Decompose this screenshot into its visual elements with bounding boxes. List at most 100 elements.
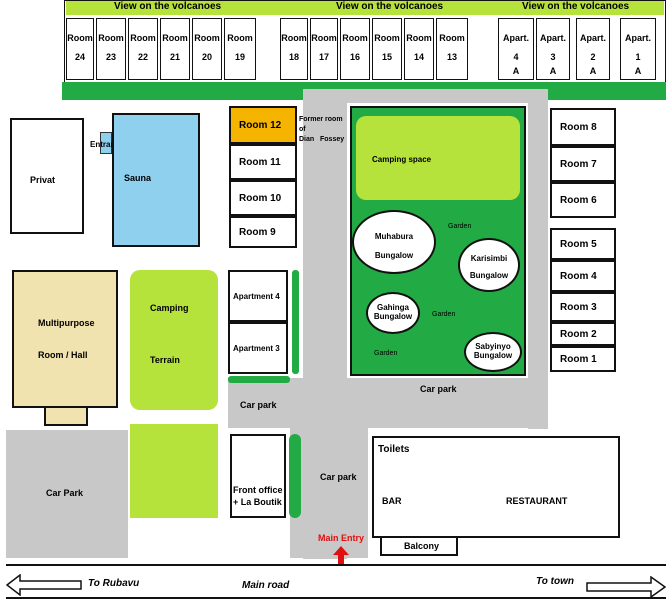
garden-label-3: Garden <box>374 350 398 357</box>
room-17-number: 17 <box>318 52 329 62</box>
apartment-2a-number: 2 <box>590 52 596 62</box>
apartment-4a-number: 4 <box>513 52 519 62</box>
gahinga-name: Gahinga <box>376 303 409 312</box>
main-road-label: Main road <box>242 580 290 591</box>
sauna-label: Sauna <box>124 173 152 183</box>
room-19-label: Room <box>227 33 253 43</box>
gahinga-type: Bungalow <box>373 312 413 321</box>
apartment-4a-suffix: A <box>512 66 520 76</box>
room-22-number: 22 <box>137 52 148 62</box>
muhabura-type: Bungalow <box>374 251 414 260</box>
multipurpose-hall <box>12 270 118 408</box>
apartment-2a-label: Apart. <box>579 33 606 43</box>
room-11: Room 11 <box>229 144 297 180</box>
room-22: Room 22 <box>128 18 158 80</box>
room-16-label: Room <box>342 33 368 43</box>
room-11-label: Room 11 <box>239 156 281 168</box>
room-16-number: 16 <box>349 52 360 62</box>
karisimbi-bungalow: Karisimbi Bungalow <box>458 238 520 292</box>
room-24: Room 24 <box>66 18 94 80</box>
room-23-number: 23 <box>105 52 116 62</box>
lower-lawn <box>130 424 218 518</box>
left-arrow-icon <box>6 574 82 596</box>
room-19: Room 19 <box>224 18 256 80</box>
room-14: Room 14 <box>404 18 434 80</box>
room-10: Room 10 <box>229 180 297 216</box>
former-room-line1: Former room <box>299 116 343 123</box>
sabyinyo-bungalow: Sabyinyo Bungalow <box>464 332 522 372</box>
car-park-garden-label: Car park <box>420 384 457 394</box>
room-3-label: Room 3 <box>560 301 597 313</box>
apartment-2a-suffix: A <box>589 66 597 76</box>
toilets-label: Toilets <box>378 444 410 455</box>
hall-label: Room / Hall <box>38 350 88 360</box>
apartment-3a-label: Apart. <box>539 33 566 43</box>
room-3: Room 3 <box>550 292 616 322</box>
la-boutik-label: + La Boutik <box>233 497 282 507</box>
former-room-line2: of <box>299 126 306 133</box>
main-entry-label: Main Entry <box>318 533 365 543</box>
apartment-1a-number: 1 <box>635 52 641 62</box>
sabyinyo-type: Bungalow <box>473 351 513 360</box>
room-14-number: 14 <box>413 52 424 62</box>
car-park-center-label: Car park <box>320 472 357 482</box>
room-4-label: Room 4 <box>560 270 597 282</box>
room-6-label: Room 6 <box>560 194 597 206</box>
apartment-4a-label: Apart. <box>502 33 529 43</box>
room-2-label: Room 2 <box>560 328 597 340</box>
former-room-line3: Dian Fossey <box>299 136 345 143</box>
balcony-label: Balcony <box>404 541 440 551</box>
view-label-2: View on the volcanoes <box>336 1 444 12</box>
room-15-label: Room <box>374 33 400 43</box>
apartment-1a: Apart. 1 A <box>620 18 656 80</box>
entrance-marker <box>100 132 112 154</box>
apartment-1a-suffix: A <box>634 66 642 76</box>
apartment-hedge-bottom <box>228 376 290 383</box>
front-office <box>230 434 286 518</box>
camping-terrain <box>130 270 218 410</box>
room-21: Room 21 <box>160 18 190 80</box>
sauna <box>112 113 200 247</box>
room-17-label: Room <box>311 33 337 43</box>
apartment-4-label: Apartment 4 <box>233 291 280 301</box>
front-office-hedge <box>289 434 301 518</box>
room-1-label: Room 1 <box>560 353 597 365</box>
privat-label: Privat <box>30 175 56 185</box>
apartment-4a: Apart. 4 A <box>498 18 534 80</box>
room-5-label: Room 5 <box>560 238 597 250</box>
gahinga-bungalow: Gahinga Bungalow <box>366 292 420 334</box>
room-6: Room 6 <box>550 182 616 218</box>
camping-terrain-label: Camping <box>150 303 189 313</box>
apartment-2a: Apart. 2 A <box>576 18 610 80</box>
room-5: Room 5 <box>550 228 616 260</box>
room-9-label: Room 9 <box>239 226 276 238</box>
room-15: Room 15 <box>372 18 402 80</box>
room-18-label: Room <box>281 33 307 43</box>
apartment-3: Apartment 3 <box>228 322 288 374</box>
room-10-label: Room 10 <box>239 192 282 204</box>
view-label-3: View on the volcanoes <box>522 1 630 12</box>
camping-space-label: Camping space <box>372 155 432 164</box>
main-road-line-bottom <box>6 597 666 599</box>
camping-space <box>356 116 520 200</box>
room-7-label: Room 7 <box>560 158 597 170</box>
restaurant-building <box>372 436 620 538</box>
room-23-label: Room <box>98 33 124 43</box>
apartment-1a-label: Apart. <box>624 33 651 43</box>
car-park-left-label: Car Park <box>46 488 84 498</box>
room-12: Room 12 <box>229 106 297 144</box>
view-label-1: View on the volcanoes <box>114 1 222 12</box>
garden-label-2: Garden <box>432 311 456 318</box>
hall-annex <box>44 406 88 426</box>
entrance-label: Entrance <box>90 140 125 149</box>
apartment-3a-number: 3 <box>550 52 556 62</box>
restaurant-label: RESTAURANT <box>506 496 568 506</box>
garden-right-road <box>528 89 548 429</box>
room-1: Room 1 <box>550 346 616 372</box>
room-17: Room 17 <box>310 18 338 80</box>
room-21-number: 21 <box>169 52 180 62</box>
room-24-label: Room <box>67 33 93 43</box>
room-19-number: 19 <box>234 52 245 62</box>
car-park-mid-label: Car park <box>240 400 277 410</box>
